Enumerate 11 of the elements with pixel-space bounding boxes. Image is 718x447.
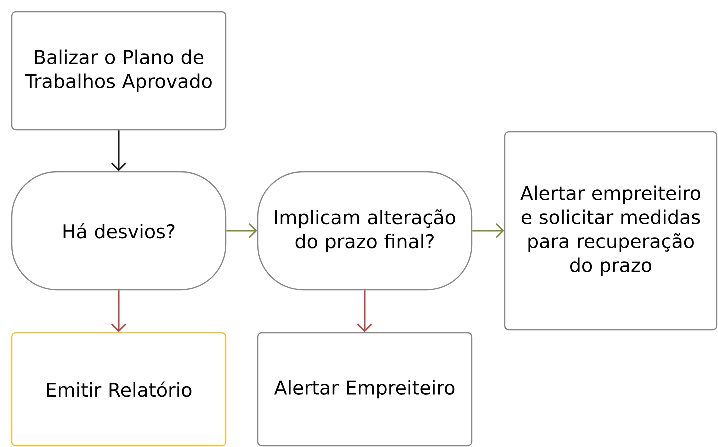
decision-pill: Há desvios?	[11, 171, 227, 291]
arrow	[111, 130, 127, 172]
process-box: Alertar Empreiteiro	[257, 332, 473, 447]
arrow	[472, 223, 504, 239]
decision-pill: Implicam alteração do prazo final?	[257, 171, 473, 291]
process-box: Balizar o Plano de Trabalhos Aprovado	[11, 11, 227, 131]
arrow	[226, 223, 258, 239]
process-box: Emitir Relatório	[11, 332, 227, 447]
arrow	[111, 290, 127, 332]
arrow	[357, 290, 373, 332]
process-box: Alertar empreiteiro e solicitar medidas para recuperação do prazo	[504, 131, 718, 331]
